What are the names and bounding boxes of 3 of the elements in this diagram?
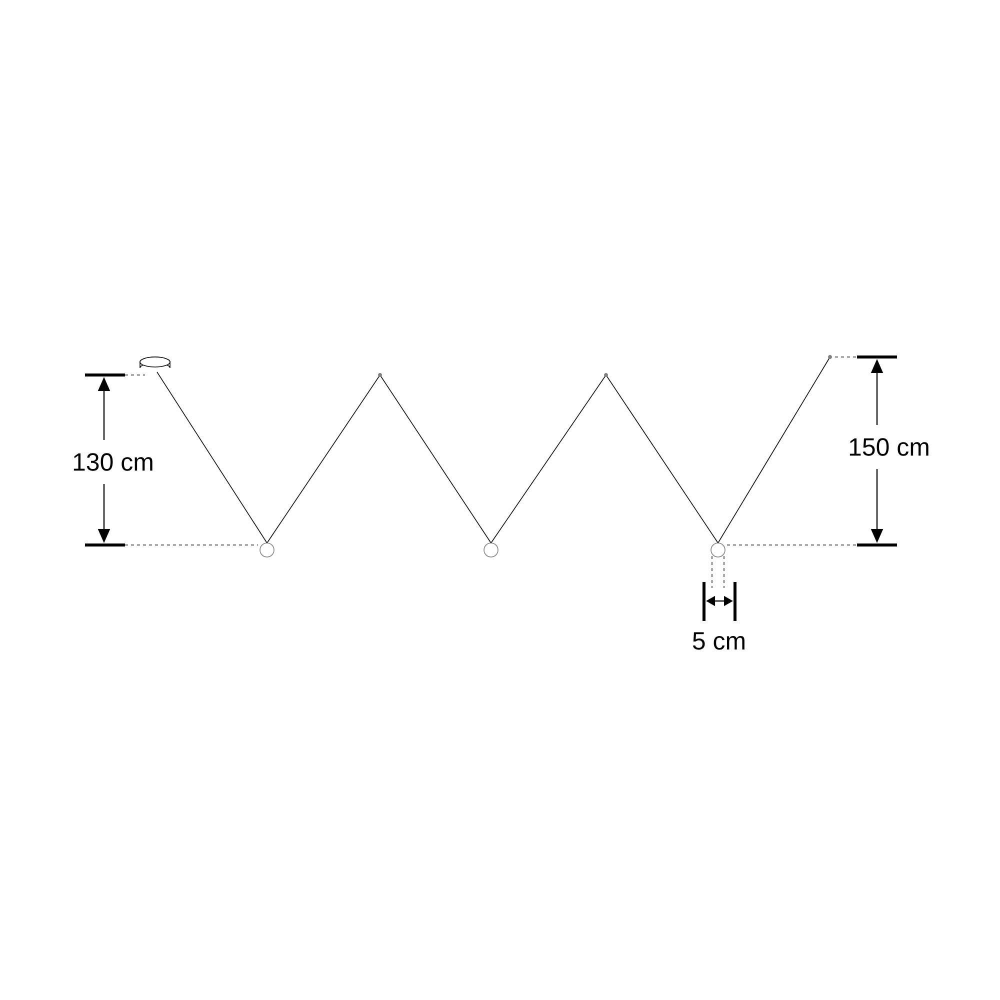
dimension-label: 130 cm [74,453,152,471]
dimension-label: 5 cm [692,632,744,650]
dimension-label: 150 cm [850,438,928,456]
